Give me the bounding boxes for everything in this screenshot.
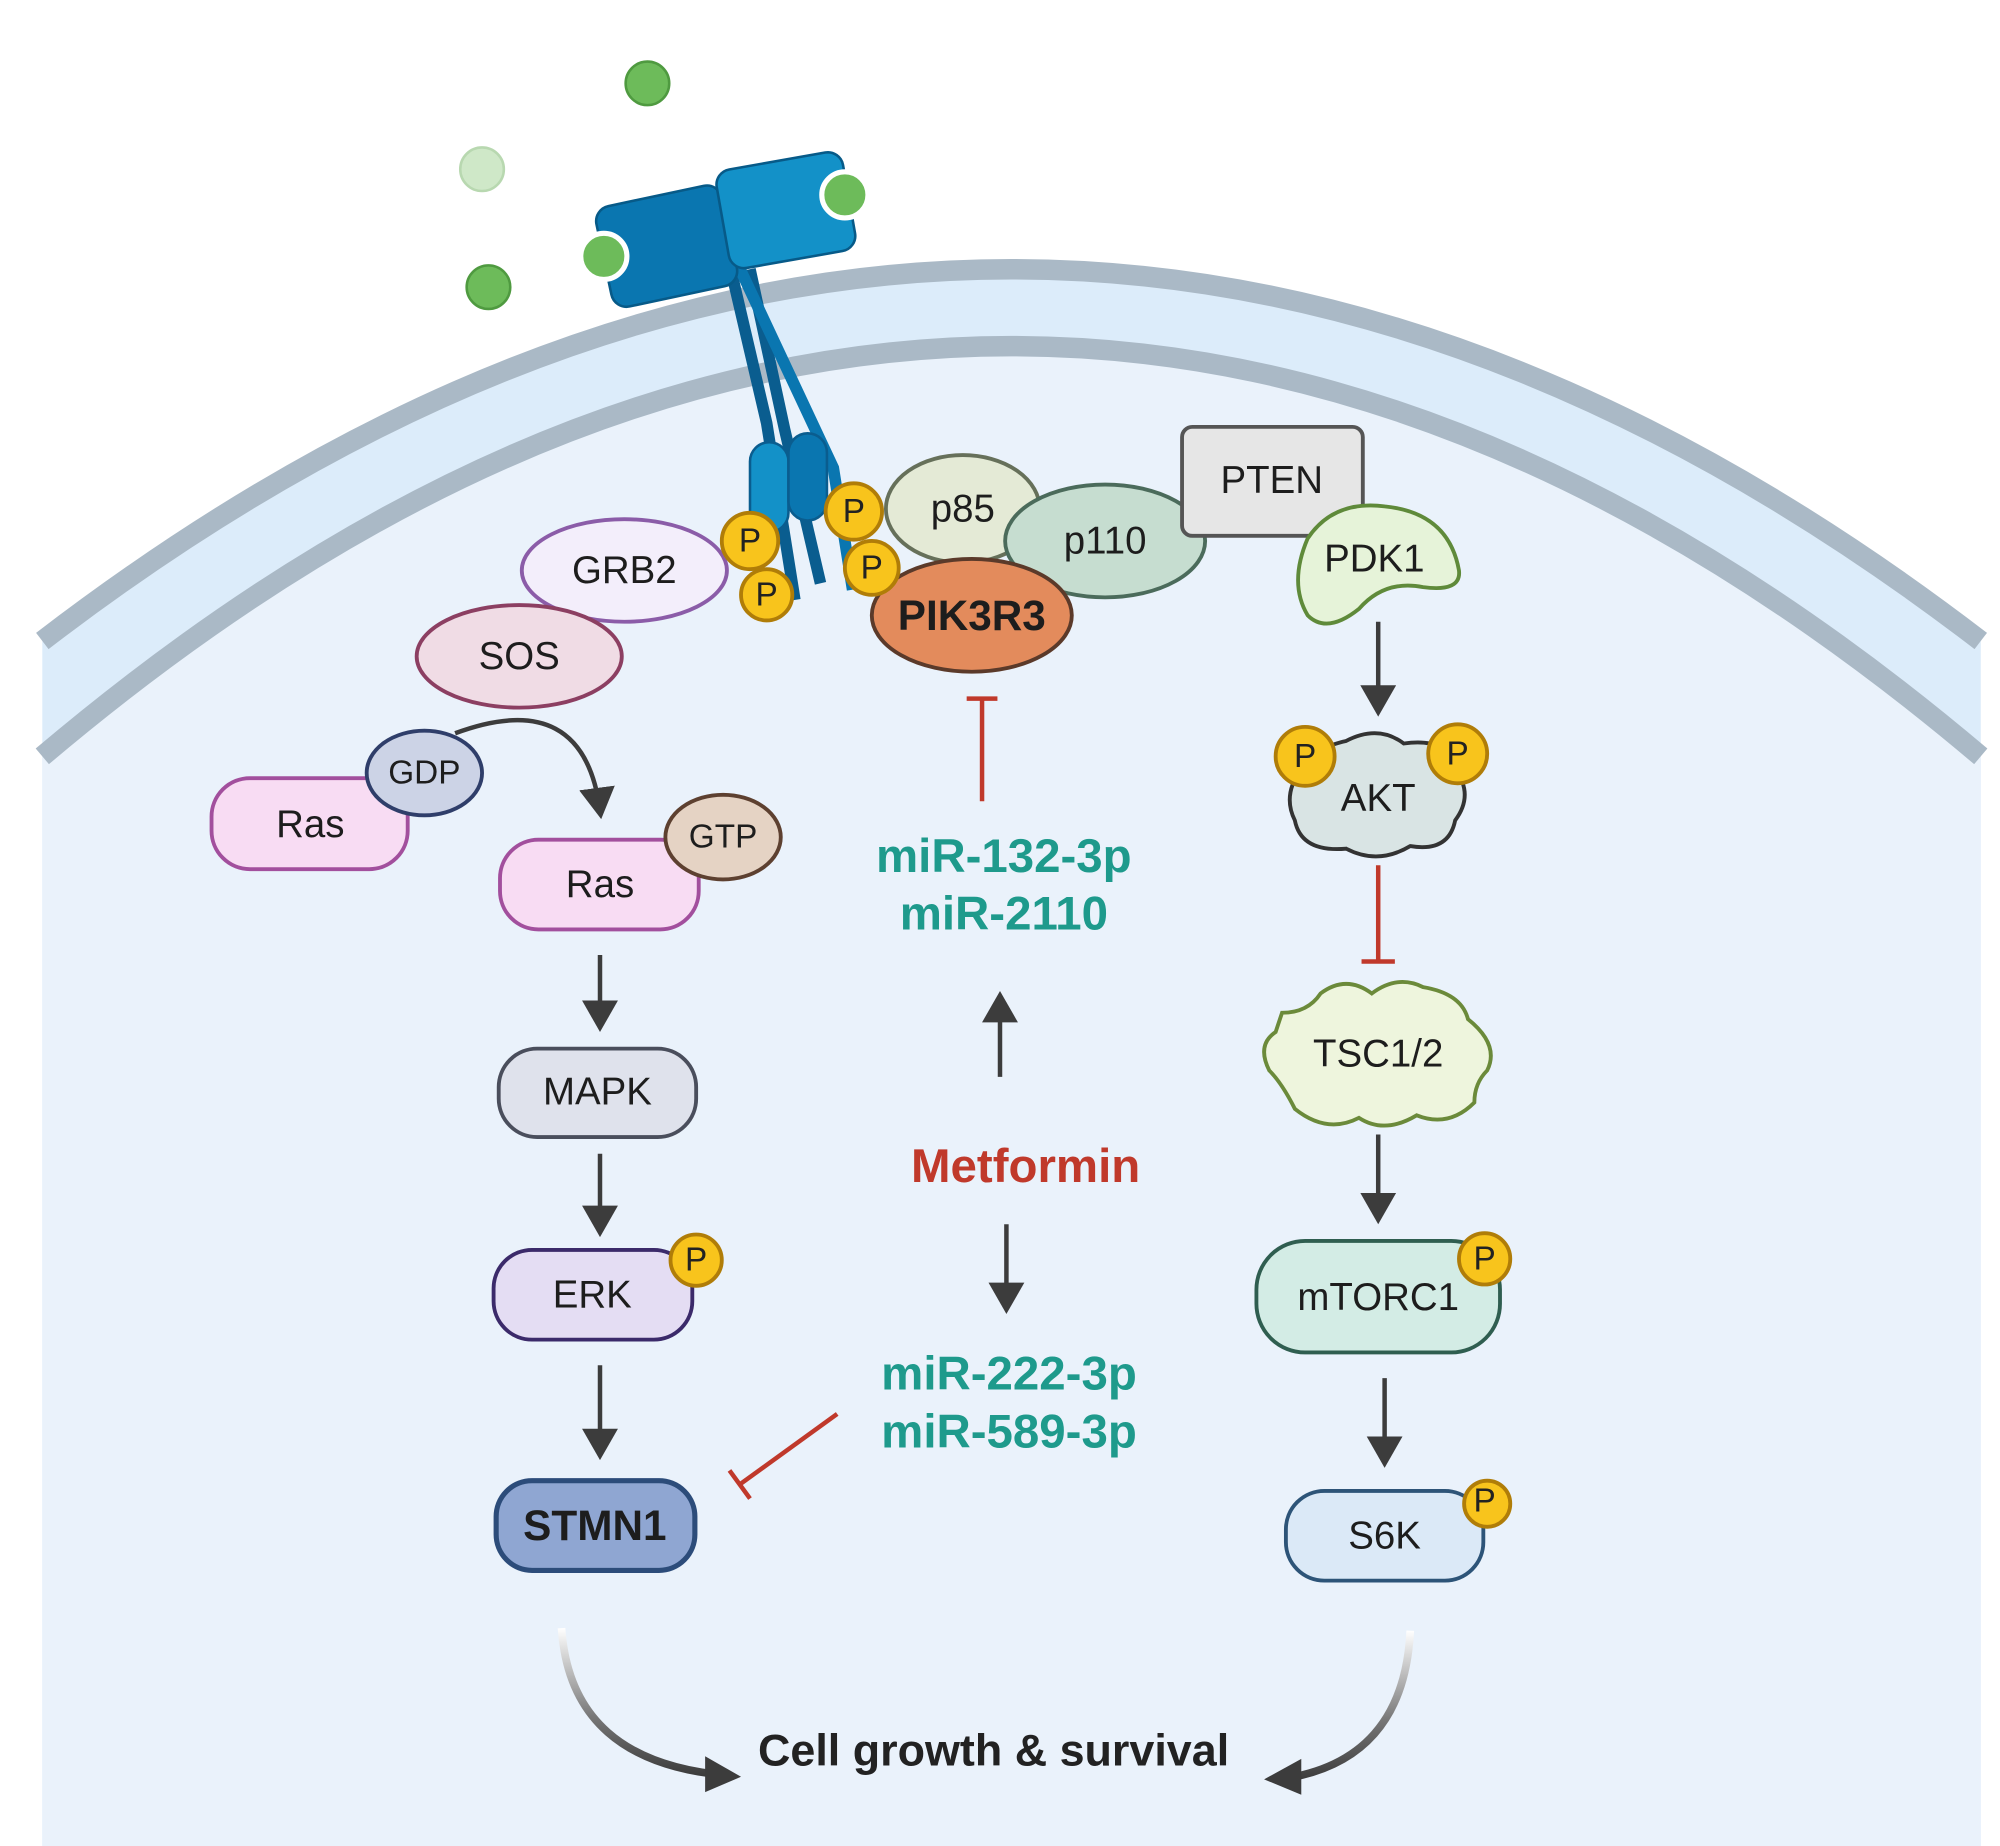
node-stmn1: STMN1 [493, 1478, 698, 1573]
grb2-label: GRB2 [572, 549, 677, 592]
mtorc1-label: mTORC1 [1297, 1276, 1459, 1319]
node-grb2: GRB2 [519, 517, 729, 624]
node-pik3r3: PIK3R3 [869, 557, 1074, 674]
p85-label: p85 [931, 487, 995, 530]
svg-text:P: P [1473, 1483, 1495, 1520]
membrane-outer [36, 258, 1988, 650]
drug-label: Metformin [911, 1140, 1140, 1193]
inhibition-akt-tsc [1361, 865, 1395, 964]
ligand-icon [458, 146, 506, 193]
erk-label: ERK [553, 1273, 632, 1316]
outcome-label: Cell growth & survival [758, 1724, 1229, 1775]
svg-text:P: P [685, 1242, 707, 1279]
mapk-label: MAPK [543, 1071, 652, 1114]
node-mtorc1: mTORC1 [1254, 1238, 1502, 1355]
p110-label: p110 [1064, 519, 1147, 562]
mirna-up-2: miR-2110 [900, 888, 1108, 941]
mirna-down-1: miR-222-3p [881, 1348, 1137, 1401]
phospho-icon: P [1426, 722, 1490, 786]
svg-text:P: P [1473, 1240, 1495, 1277]
node-sos: SOS [414, 603, 624, 710]
phospho-icon: P [739, 567, 795, 623]
sos-label: SOS [479, 635, 560, 678]
ligand-icon [465, 264, 512, 311]
node-ras-gdp: Ras GDP [209, 728, 484, 872]
phospho-icon: P [1457, 1231, 1513, 1287]
outcome-arrowhead-right [1264, 1758, 1302, 1795]
activation-arrow [454, 718, 615, 820]
phospho-icon: P [823, 481, 884, 542]
phospho-groups: P P P P P P P P P [668, 481, 1513, 1529]
phospho-icon: P [1273, 724, 1337, 788]
tsc-label: TSC1/2 [1313, 1032, 1443, 1075]
ligands [458, 60, 671, 311]
mirna-down-2: miR-589-3p [881, 1405, 1137, 1458]
node-mapk: MAPK [496, 1046, 699, 1140]
node-erk: ERK [491, 1247, 695, 1342]
outcome-arrow-right [1278, 1630, 1415, 1784]
node-pten: PTEN [1180, 424, 1365, 538]
outcome-arrowhead-left [705, 1756, 742, 1793]
inhibition-mir-pik3r3 [966, 696, 998, 802]
pik3r3-label: PIK3R3 [898, 592, 1046, 639]
stmn1-label: STMN1 [523, 1502, 666, 1549]
inhibition-mir-stmn1 [727, 1412, 839, 1500]
gdp-label: GDP [388, 755, 460, 792]
ras-gtp-label: Ras [566, 863, 634, 906]
phospho-icon: P [1462, 1478, 1513, 1529]
svg-text:P: P [843, 493, 865, 530]
pten-label: PTEN [1221, 459, 1324, 502]
phospho-icon: P [668, 1232, 724, 1288]
akt-label: AKT [1341, 777, 1416, 820]
ligand-icon [624, 60, 671, 107]
membrane-inner [35, 336, 1988, 765]
node-p110: p110 [1003, 482, 1208, 600]
node-ras-gtp: Ras GTP [498, 792, 783, 932]
svg-text:P: P [861, 549, 883, 586]
mirna-up-1: miR-132-3p [876, 830, 1132, 883]
outcome-arrow-left [557, 1627, 729, 1780]
phospho-icon: P [719, 510, 781, 572]
svg-text:P: P [739, 522, 761, 559]
ras-gdp-label: Ras [276, 803, 344, 846]
gtp-label: GTP [689, 819, 758, 856]
svg-text:P: P [756, 576, 778, 613]
s6k-label: S6K [1348, 1514, 1421, 1557]
node-pdk1: PDK1 [1296, 503, 1461, 626]
receptor-icon [578, 151, 871, 601]
pdk1-label: PDK1 [1324, 537, 1424, 580]
node-tsc: TSC1/2 [1262, 980, 1493, 1128]
svg-text:P: P [1294, 738, 1316, 775]
svg-text:P: P [1447, 735, 1469, 772]
phospho-icon: P [842, 539, 901, 597]
node-s6k: S6K [1283, 1488, 1486, 1583]
